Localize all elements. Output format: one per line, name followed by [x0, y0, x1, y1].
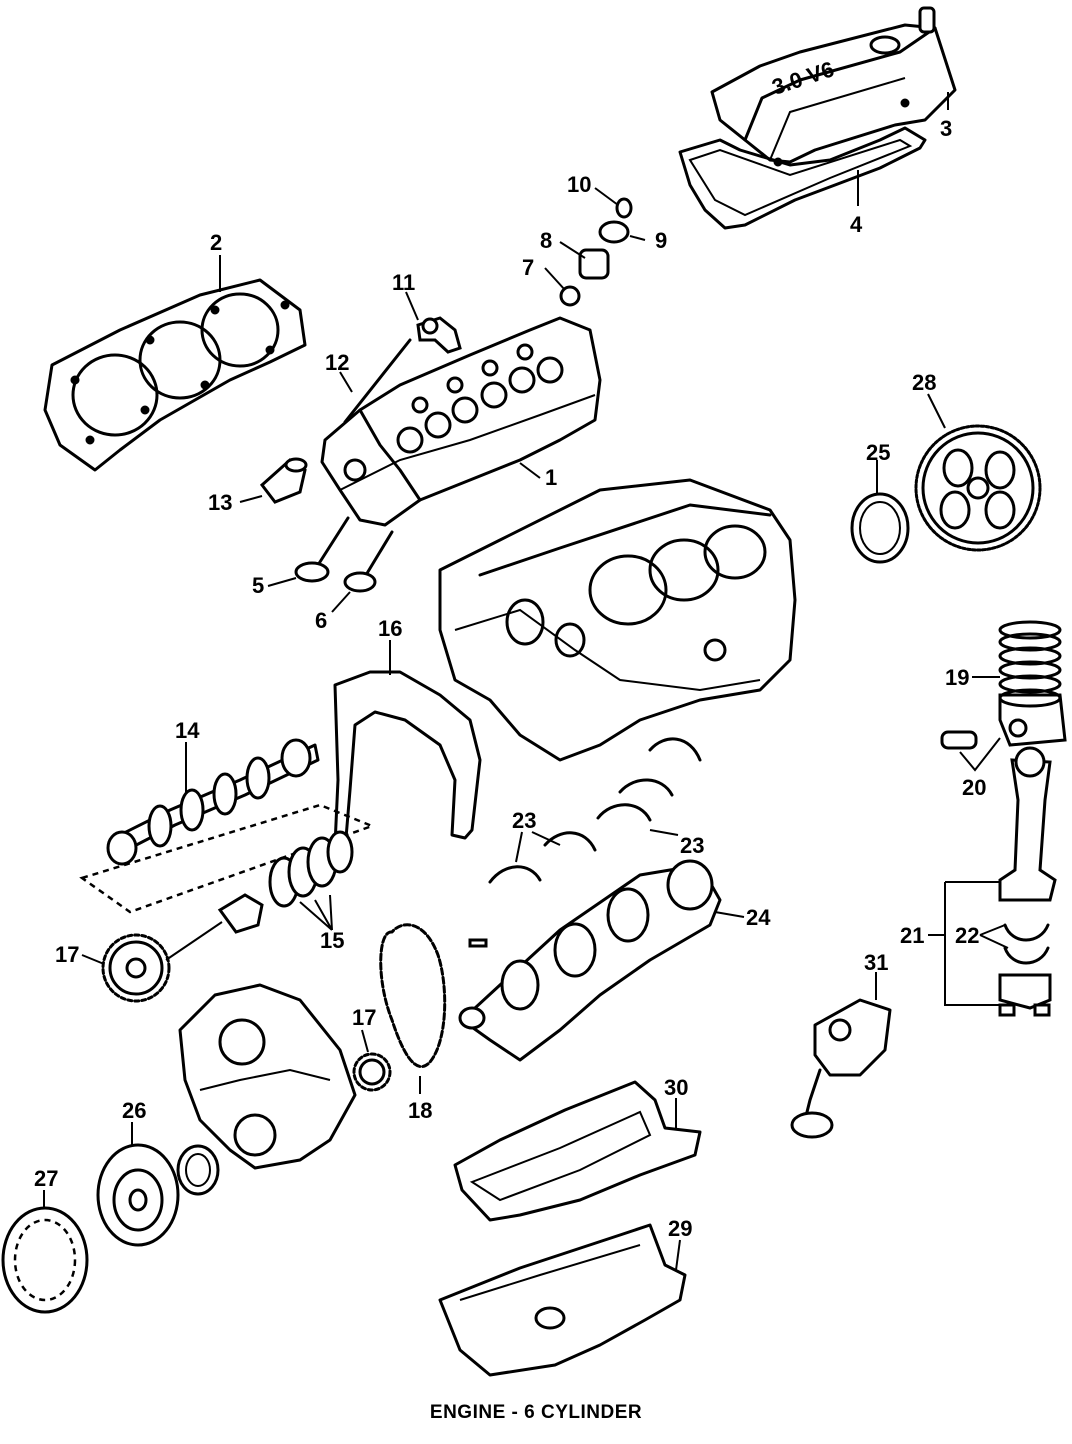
callout-26: 26 [122, 1098, 146, 1123]
callout-12: 12 [325, 350, 349, 375]
callout-24: 24 [746, 905, 771, 930]
callout-1: 1 [545, 465, 557, 490]
main-bearings [488, 737, 702, 884]
callout-10: 10 [567, 172, 591, 197]
callout-25: 25 [866, 440, 890, 465]
head-gasket [43, 278, 307, 472]
camshaft-bearing-outline [79, 803, 376, 914]
callout-13: 13 [208, 490, 232, 515]
callout-17a: 17 [55, 942, 79, 967]
crankshaft [458, 859, 722, 1062]
oil-pan-gasket [453, 1080, 702, 1222]
callout-7: 7 [522, 255, 534, 280]
rear-main-seal [850, 492, 910, 564]
intake-valve [294, 516, 350, 583]
camshaft-sprocket [101, 933, 171, 1003]
callout-23a: 23 [512, 808, 536, 833]
callout-21: 21 [900, 923, 924, 948]
callout-labels: 1 2 3 4 5 6 7 8 9 10 11 12 13 14 15 16 1… [34, 116, 986, 1241]
exhaust-valve [343, 530, 394, 593]
piston [998, 688, 1067, 747]
pushrod [343, 338, 412, 424]
callout-14: 14 [175, 718, 200, 743]
callout-8: 8 [540, 228, 552, 253]
valve-cover-gasket [678, 126, 927, 230]
callout-22: 22 [955, 923, 979, 948]
crankshaft-seal [176, 1144, 220, 1196]
callout-15: 15 [320, 928, 344, 953]
engine-block [438, 478, 797, 762]
callout-2: 2 [210, 230, 222, 255]
callout-20: 20 [962, 775, 986, 800]
callout-11: 11 [392, 270, 415, 295]
lifter [259, 457, 308, 504]
callout-31: 31 [864, 950, 888, 975]
camshaft-bearings [268, 830, 354, 908]
callout-4: 4 [850, 212, 863, 237]
oil-pump-pickup [790, 998, 892, 1139]
callout-27: 27 [34, 1166, 58, 1191]
connecting-rod [998, 746, 1057, 1017]
harmonic-balancer [96, 1143, 180, 1247]
callout-29: 29 [668, 1216, 692, 1241]
oil-pan [438, 1223, 687, 1377]
cylinder-head [320, 316, 602, 527]
rocker-arm [416, 316, 462, 354]
callout-6: 6 [315, 608, 327, 633]
callout-30: 30 [664, 1075, 688, 1100]
piston-rings [998, 620, 1062, 694]
callout-9: 9 [655, 228, 667, 253]
callout-16: 16 [378, 616, 402, 641]
callout-23b: 23 [680, 833, 704, 858]
callout-19: 19 [945, 665, 969, 690]
rod-bearings [1003, 923, 1050, 965]
callout-5: 5 [252, 573, 264, 598]
front-cover-gasket [333, 670, 482, 852]
timing-chain [379, 923, 447, 1069]
callout-28: 28 [912, 370, 936, 395]
crankshaft-sprocket [352, 1052, 392, 1092]
piston-pin [940, 730, 978, 750]
callout-17b: 17 [352, 1005, 376, 1030]
thrust-plate [217, 893, 264, 934]
callout-18: 18 [408, 1098, 432, 1123]
diagram-caption: ENGINE - 6 CYLINDER [429, 1402, 643, 1423]
valve-cover-marking: 3.0 V6 [769, 56, 837, 99]
flexplate [914, 424, 1042, 552]
camshaft [106, 738, 320, 866]
valve-cover: 3.0 V6 [710, 6, 957, 167]
crankshaft-pulley [1, 1206, 89, 1314]
timing-cover [178, 983, 357, 1170]
callout-3: 3 [940, 116, 952, 141]
valve-keepers [559, 197, 633, 307]
